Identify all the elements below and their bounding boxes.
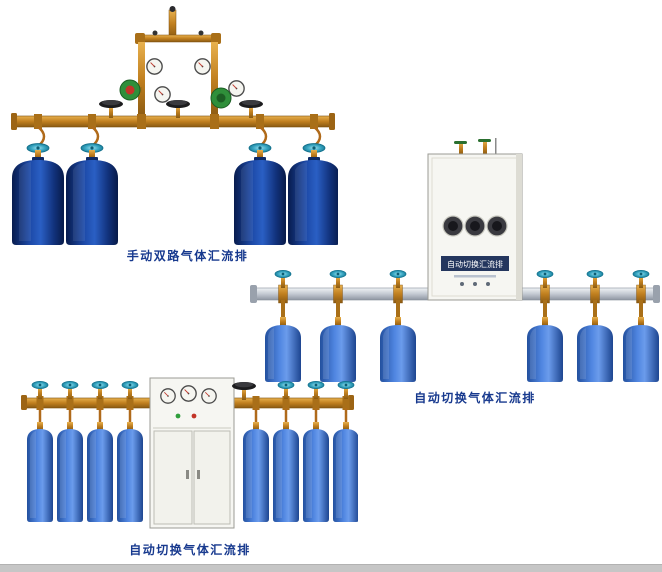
- teal-valve-knob: [91, 380, 109, 399]
- teal-valve-knob: [277, 380, 295, 399]
- control-cabinet: [149, 377, 235, 529]
- cabinet-label: 自动切换汇流排: [447, 259, 503, 269]
- gas-cylinder: [87, 422, 113, 522]
- teal-valve-knob: [536, 269, 554, 288]
- pressure-gauge: [180, 385, 197, 402]
- manual-dual-manifold-illustration: [11, 6, 338, 246]
- gas-cylinder: [243, 422, 269, 522]
- auto-switch-manifold-illustration: 自动切换汇流排: [250, 138, 660, 382]
- auto-switch-manifold-tall-illustration: [21, 377, 358, 529]
- manifold-pipe: [250, 284, 660, 304]
- pressure-gauge: [160, 388, 176, 404]
- indicator-light-green: [175, 413, 181, 419]
- teal-valve-knob: [632, 269, 650, 288]
- gas-cylinder: [303, 422, 329, 522]
- regulator-left: [119, 58, 171, 103]
- pressure-gauge: [146, 58, 163, 75]
- pressure-gauge: [201, 388, 217, 404]
- gas-cylinder: [117, 422, 143, 522]
- gas-cylinder: [527, 317, 563, 382]
- door-handle: [186, 470, 189, 479]
- pressure-gauge: [194, 58, 211, 75]
- teal-valve-knob: [31, 380, 49, 399]
- gas-cylinder: [380, 317, 416, 382]
- teal-valve-knob: [329, 269, 347, 288]
- gas-cylinder: [27, 422, 53, 522]
- caption-auto-switch-bottom: 自动切换气体汇流排: [129, 543, 251, 557]
- indicator-light-red: [191, 413, 197, 419]
- pressure-gauge: [228, 80, 245, 97]
- gas-cylinder: [65, 143, 119, 246]
- gas-cylinder: [623, 317, 659, 382]
- caption-auto-switch-side: 自动切换气体汇流排: [414, 391, 536, 405]
- cabinet-label-strip: [441, 256, 509, 271]
- bottom-divider-bar: [0, 564, 662, 572]
- control-cabinet: 自动切换汇流排: [427, 138, 523, 301]
- handwheel-valve: [166, 100, 190, 118]
- teal-valve-knob: [61, 380, 79, 399]
- handwheel-valve: [232, 382, 256, 400]
- gas-cylinder: [11, 143, 65, 246]
- teal-valve-knob: [274, 269, 292, 288]
- teal-valve-knob: [389, 269, 407, 288]
- pressure-gauge: [154, 86, 171, 103]
- cylinder-stems: [281, 300, 643, 318]
- cabinet-gauges: [442, 215, 508, 237]
- gas-cylinder: [273, 422, 299, 522]
- cabinet-door-left: [153, 430, 193, 525]
- gas-cylinder: [333, 422, 358, 522]
- gas-cylinder: [57, 422, 83, 522]
- teal-valve-knob: [586, 269, 604, 288]
- door-handle: [197, 470, 200, 479]
- teal-valve-knob: [307, 380, 325, 399]
- caption-manual-dual: 手动双路气体汇流排: [126, 249, 249, 263]
- gas-cylinder: [577, 317, 613, 382]
- main-manifold-pipe: [11, 113, 335, 130]
- teal-valve-knob: [121, 380, 139, 399]
- handwheel-valve: [99, 100, 123, 118]
- top-valve-assembly: [135, 6, 221, 118]
- regulator-right: [194, 58, 245, 109]
